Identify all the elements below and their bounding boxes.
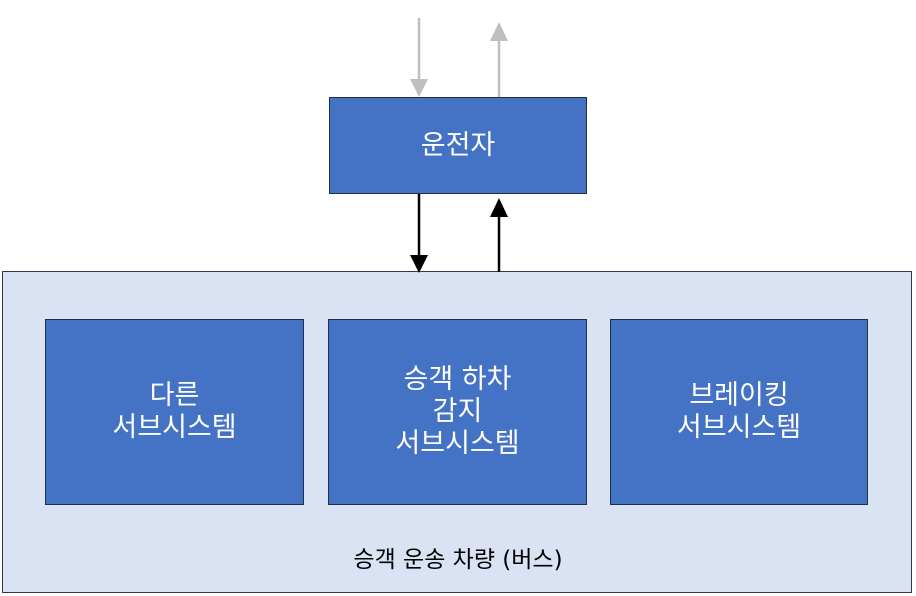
detection-subsystem-line2: 감지 xyxy=(432,396,483,427)
braking-subsystem-line2: 서브시스템 xyxy=(676,412,802,443)
driver-block: 운전자 xyxy=(329,97,587,194)
other-subsystem-block: 다른 서브시스템 xyxy=(45,319,304,505)
external-input-arrow xyxy=(410,18,428,97)
vehicle-label: 승객 운송 차량 (버스) xyxy=(353,547,563,573)
detection-subsystem-line3: 서브시스템 xyxy=(395,428,520,459)
braking-subsystem-block: 브레이킹 서브시스템 xyxy=(610,319,868,505)
braking-subsystem-line1: 브레이킹 xyxy=(689,380,789,411)
driver-to-vehicle-arrow xyxy=(410,194,428,273)
driver-label: 운전자 xyxy=(420,129,496,161)
detection-subsystem-block: 승객 하차 감지 서브시스템 xyxy=(328,319,587,505)
vehicle-to-driver-arrow xyxy=(490,198,508,272)
other-subsystem-line2: 서브시스템 xyxy=(112,412,237,443)
external-output-arrow xyxy=(490,22,508,97)
other-subsystem-line1: 다른 xyxy=(149,380,200,411)
detection-subsystem-line1: 승객 하차 xyxy=(403,364,512,395)
